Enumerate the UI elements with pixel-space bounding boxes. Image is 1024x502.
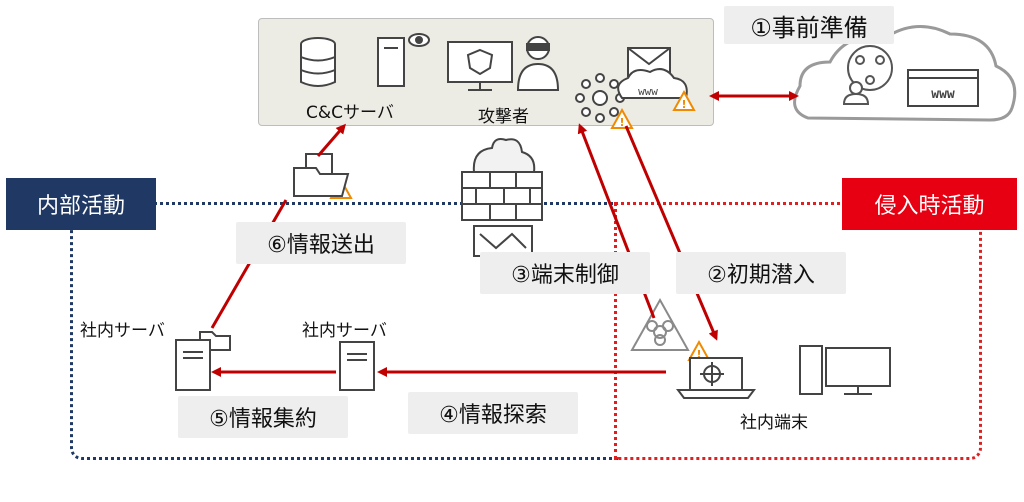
- step-terminal-control: ③端末制御: [480, 252, 650, 294]
- internal-activity-zone: [70, 202, 618, 460]
- laptop-icon: [676, 357, 756, 399]
- svg-text:!: !: [696, 348, 701, 361]
- folder-document-icon: [293, 153, 350, 197]
- cc-server-label: C&Cサーバ: [306, 103, 394, 123]
- internal-server-middle-label: 社内サーバ: [302, 321, 387, 341]
- step-info-aggregation: ⑤情報集約: [178, 396, 348, 438]
- exfiltration-arrow-upper: [316, 123, 346, 157]
- www-label: www: [638, 85, 658, 98]
- svg-text:!: !: [681, 98, 686, 111]
- step-info-exfiltration: ⑥情報送出: [236, 222, 406, 264]
- step-initial-intrusion: ②初期潜入: [676, 252, 846, 294]
- preparation-label: ①事前準備: [724, 6, 894, 44]
- internal-zone-label: 内部活動: [6, 178, 156, 230]
- browser-window-icon: [907, 69, 979, 107]
- initial-intrusion-arrow: [624, 125, 718, 341]
- database-icon: [300, 37, 336, 87]
- cloud-www-label: www: [931, 87, 955, 102]
- network-hub-icon: [575, 73, 625, 123]
- firewall-icon: [461, 138, 543, 257]
- intrusion-activity-zone: [614, 202, 982, 460]
- exfiltration-arrow-lower: [210, 199, 288, 329]
- svg-text:!: !: [619, 116, 624, 129]
- internal-terminal-label: 社内端末: [740, 413, 808, 433]
- attacker-label: 攻撃者: [478, 107, 529, 127]
- intrusion-zone-label: 侵入時活動: [842, 178, 1017, 230]
- server-eye-icon: [377, 33, 430, 87]
- attacker-icon: [516, 36, 560, 91]
- internal-server-left-icon: [175, 339, 211, 391]
- biohazard-icon: [630, 297, 690, 351]
- step-info-search: ④情報探索: [408, 392, 578, 434]
- mail-cloud-icon: [617, 47, 688, 99]
- network-user-icon: [842, 45, 893, 105]
- internal-server-middle-icon: [339, 341, 375, 391]
- desktop-pc-icon: [799, 345, 891, 395]
- internal-server-left-label: 社内サーバ: [80, 321, 165, 341]
- monitor-shield-icon: [447, 41, 513, 91]
